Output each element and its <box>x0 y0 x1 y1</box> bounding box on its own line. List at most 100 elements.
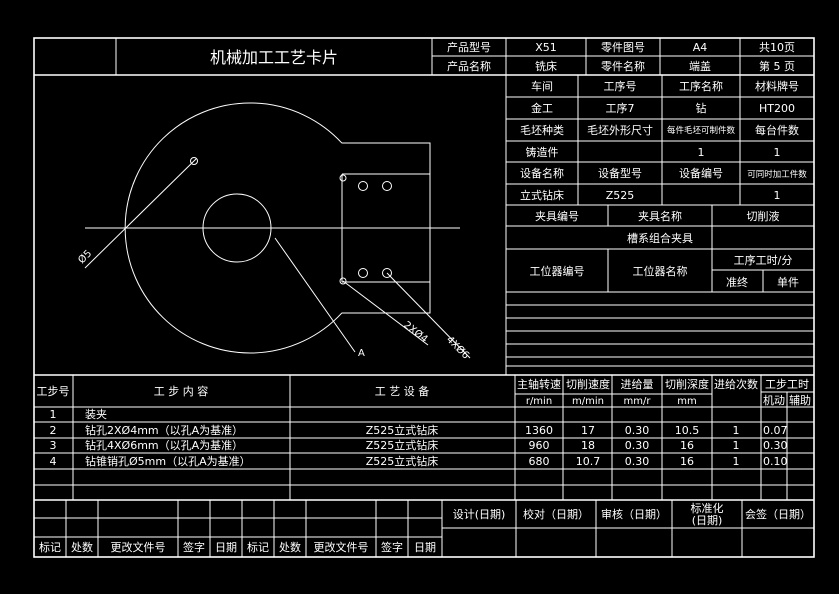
value-operation-no: 工序7 <box>606 101 635 115</box>
step-depth: 10.5 <box>675 424 700 437</box>
col-aux-time: 辅助 <box>789 393 811 407</box>
step-feed: 0.30 <box>625 455 650 468</box>
value-material: HT200 <box>759 102 795 115</box>
footer-count-2: 处数 <box>279 541 301 554</box>
step-no: 3 <box>50 439 57 452</box>
step-spindle-speed: 680 <box>529 455 550 468</box>
leader-a <box>274 237 356 353</box>
large-hole-1 <box>358 181 368 191</box>
step-depth: 16 <box>680 455 694 468</box>
large-hole-3 <box>358 268 368 278</box>
small-hole-top <box>339 174 347 182</box>
table-row: 2 钻孔2XØ4mm（以孔A为基准） Z525立式钻床 1360 17 0.30… <box>50 423 788 437</box>
dim-4x-dia6: 4XØ6 <box>444 334 472 362</box>
total-pages: 共10页 <box>759 41 795 54</box>
footer-mark-2: 标记 <box>247 540 269 554</box>
label-product-model: 产品型号 <box>447 40 491 54</box>
label-simultaneous-parts: 可同时加工件数 <box>747 169 807 180</box>
label-operation-time: 工序工时/分 <box>734 253 793 267</box>
step-feed: 0.30 <box>625 424 650 437</box>
value-blank-type: 铸造件 <box>526 145 559 159</box>
step-cutting-speed: 18 <box>581 439 595 452</box>
step-machine-time: 0.30 <box>763 439 788 452</box>
value-fixture-name: 槽系组合夹具 <box>627 231 693 245</box>
label-station-name: 工位器名称 <box>633 264 688 278</box>
label-blank-dimensions: 毛坯外形尺寸 <box>587 123 653 137</box>
table-row: 1 装夹 <box>50 408 108 421</box>
center-bore <box>202 193 272 263</box>
large-hole-4 <box>382 268 392 278</box>
info-grid <box>505 75 814 375</box>
label-operation-no: 工序号 <box>604 79 637 93</box>
col-step-no: 工步号 <box>37 385 70 398</box>
label-fixture-name: 夹具名称 <box>638 209 682 223</box>
current-page: 第 5 页 <box>759 59 795 73</box>
label-blank-type: 毛坯种类 <box>520 123 564 137</box>
label-parts-per-unit: 每台件数 <box>755 123 799 137</box>
sign-review: 审核（日期） <box>601 507 667 521</box>
col-spindle-speed: 主轴转速 <box>517 377 561 391</box>
label-equipment-name: 设备名称 <box>520 166 564 180</box>
col-depth: 切削深度 <box>665 377 709 391</box>
step-cutting-speed: 17 <box>581 424 595 437</box>
label-part-name: 零件名称 <box>601 59 645 73</box>
step-no: 4 <box>50 455 57 468</box>
footer-grid <box>34 500 814 557</box>
step-spindle-speed: 1360 <box>525 424 553 437</box>
sign-design: 设计(日期) <box>453 508 506 521</box>
step-content: 装夹 <box>85 408 107 421</box>
col-depth-unit: mm <box>677 396 696 407</box>
step-depth: 16 <box>680 439 694 452</box>
large-hole-2 <box>382 181 392 191</box>
label-equipment-model: 设备型号 <box>598 166 642 180</box>
value-part-name: 端盖 <box>689 59 711 73</box>
taper-pin-hole <box>190 157 198 165</box>
step-spindle-speed: 960 <box>529 439 550 452</box>
label-equipment-no: 设备编号 <box>679 166 723 180</box>
step-machine-time: 0.07 <box>763 424 788 437</box>
part-sketch <box>84 102 471 359</box>
value-product-name: 铣床 <box>535 59 557 73</box>
footer-change-doc-2: 更改文件号 <box>314 540 369 554</box>
step-content: 钻孔2XØ4mm（以孔A为基准） <box>85 423 243 437</box>
step-equipment: Z525立式钻床 <box>366 423 439 437</box>
card-title: 机械加工工艺卡片 <box>210 48 338 67</box>
col-feed-unit: mm/r <box>624 396 652 407</box>
label-datum-a: A <box>358 348 365 359</box>
col-machine-time: 机动 <box>763 393 785 407</box>
col-cutting-speed: 切削速度 <box>566 377 610 391</box>
step-equipment: Z525立式钻床 <box>366 454 439 468</box>
footer-count-1: 处数 <box>71 541 93 554</box>
col-feed: 进给量 <box>621 378 654 391</box>
step-passes: 1 <box>733 455 740 468</box>
label-station-no: 工位器编号 <box>530 264 585 278</box>
label-coolant: 切削液 <box>747 209 780 223</box>
value-equipment-model: Z525 <box>606 189 635 202</box>
label-part-drawing-no: 零件图号 <box>601 41 645 54</box>
col-equipment: 工 艺 设 备 <box>375 384 430 398</box>
step-feed: 0.30 <box>625 439 650 452</box>
value-equipment-name: 立式钻床 <box>520 188 564 202</box>
label-workshop: 车间 <box>531 79 553 93</box>
value-simultaneous-parts: 1 <box>774 189 781 202</box>
col-step-hours: 工步工时 <box>765 378 809 391</box>
leader-4x <box>386 272 471 359</box>
small-hole-bottom <box>339 277 347 285</box>
label-product-name: 产品名称 <box>447 59 491 73</box>
step-no: 2 <box>50 424 57 437</box>
footer-sign-1: 签字 <box>183 540 205 554</box>
sign-standardization-date: (日期) <box>692 514 723 527</box>
step-cutting-speed: 10.7 <box>576 455 601 468</box>
dim-dia5: Ø5 <box>76 248 95 267</box>
col-cutting-speed-unit: m/min <box>572 396 604 407</box>
value-workshop: 金工 <box>531 101 553 115</box>
sign-check: 校对（日期） <box>523 507 589 521</box>
footer-change-doc-1: 更改文件号 <box>111 540 166 554</box>
value-product-model: X51 <box>535 41 557 54</box>
value-parts-per-unit: 1 <box>774 146 781 159</box>
step-content: 钻锥销孔Ø5mm（以孔A为基准） <box>85 454 251 468</box>
label-unit-time: 单件 <box>777 276 799 289</box>
header-grid <box>34 38 814 76</box>
step-machine-time: 0.10 <box>763 455 788 468</box>
